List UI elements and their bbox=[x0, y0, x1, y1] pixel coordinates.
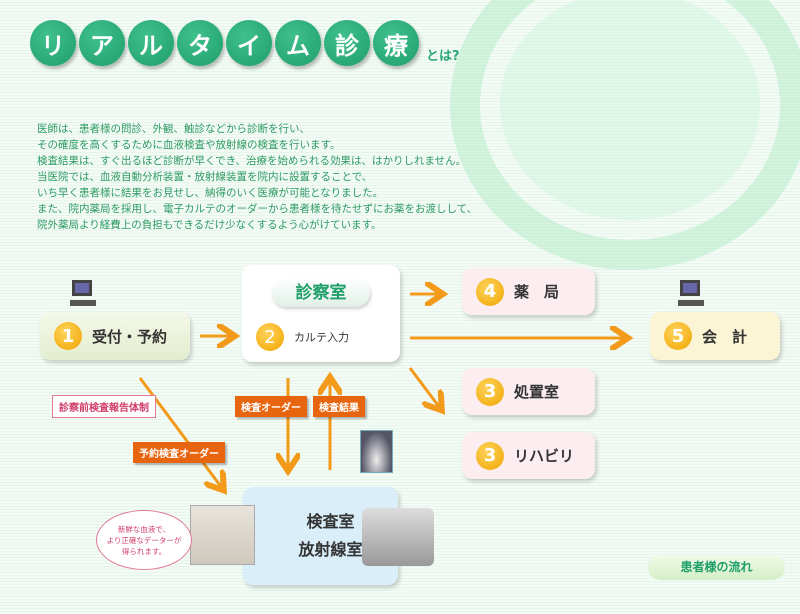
title-char: イ bbox=[226, 20, 272, 66]
blood-analyzer-image bbox=[190, 505, 255, 565]
step-label: カルテ入力 bbox=[294, 331, 349, 344]
page-title: リ ア ル タ イ ム 診 療 とは? bbox=[30, 20, 460, 66]
step-number: 5 bbox=[664, 322, 692, 350]
step-number: 3 bbox=[476, 377, 504, 406]
pre-exam-report-tag: 診察前検査報告体制 bbox=[52, 395, 156, 418]
intro-line: 当医院では、血液自動分析装置・放射線装置を院内に設置することで、 bbox=[37, 171, 373, 183]
title-char: ア bbox=[79, 20, 125, 66]
title-char: 療 bbox=[373, 20, 419, 66]
intro-line: その確度を高くするために血液検査や放射線の検査を行います。 bbox=[37, 139, 341, 151]
title-char: タ bbox=[177, 20, 223, 66]
test-result-tag: 検査結果 bbox=[313, 396, 365, 417]
step-exam-room[interactable]: 診察室 2 カルテ入力 bbox=[242, 265, 400, 362]
step-number: 1 bbox=[54, 322, 82, 350]
intro-line: 院外薬局より経費上の負担もできるだけ少なくするよう心がけています。 bbox=[37, 219, 382, 231]
step-rehab[interactable]: 3 リハビリ bbox=[462, 432, 595, 479]
ct-scanner-image bbox=[362, 508, 434, 566]
computer-icon bbox=[678, 280, 704, 306]
title-char: リ bbox=[30, 20, 76, 66]
lab-label: 検査室 bbox=[306, 512, 355, 531]
step-number: 2 bbox=[256, 323, 284, 351]
intro-text: 医師は、患者様の問診、外観、触診などから診断を行い、 その確度を高くするために血… bbox=[37, 121, 477, 233]
step-label: 処置室 bbox=[514, 383, 560, 401]
bubble-line: 得られます。 bbox=[121, 546, 167, 556]
step-label: 会 計 bbox=[702, 327, 748, 346]
step-label: 薬 局 bbox=[514, 283, 560, 301]
step-label: 受付・予約 bbox=[92, 327, 168, 346]
xray-image bbox=[360, 430, 393, 473]
step-number: 3 bbox=[476, 441, 504, 470]
reserve-order-tag: 予約検査オーダー bbox=[133, 442, 225, 463]
patient-flow-label: 患者様の流れ bbox=[648, 555, 785, 580]
exam-room-title: 診察室 bbox=[272, 279, 370, 307]
intro-line: いち早く患者様に結果をお見せし、納得のいく医療が可能となりました。 bbox=[37, 187, 384, 199]
step-reception[interactable]: 1 受付・予約 bbox=[40, 312, 190, 360]
test-order-tag: 検査オーダー bbox=[235, 396, 307, 417]
radiology-label: 放射線室 bbox=[298, 540, 363, 559]
arrow bbox=[408, 367, 440, 408]
computer-icon bbox=[70, 280, 96, 306]
intro-line: 検査結果は、すぐ出るほど診断が早くでき、治療を始められる効果は、はかりしれません… bbox=[37, 155, 467, 167]
step-pharmacy[interactable]: 4 薬 局 bbox=[462, 268, 595, 315]
bubble-line: より正確なデーターが bbox=[106, 535, 182, 545]
step-accounting[interactable]: 5 会 計 bbox=[650, 312, 780, 360]
step-treatment[interactable]: 3 処置室 bbox=[462, 368, 595, 415]
title-char: 診 bbox=[324, 20, 370, 66]
info-bubble: 新鮮な血液で、 より正確なデーターが 得られます。 bbox=[96, 510, 192, 570]
intro-line: また、院内薬局を採用し、電子カルテのオーダーから患者様を待たせずにお薬をお渡しし… bbox=[37, 203, 478, 215]
step-label: リハビリ bbox=[514, 447, 575, 465]
title-suffix: とは? bbox=[426, 49, 460, 64]
title-char: ル bbox=[128, 20, 174, 66]
intro-line: 医師は、患者様の問診、外観、触診などから診断を行い、 bbox=[37, 123, 310, 135]
bubble-line: 新鮮な血液で、 bbox=[117, 524, 171, 534]
title-char: ム bbox=[275, 20, 321, 66]
step-number: 4 bbox=[476, 277, 504, 306]
